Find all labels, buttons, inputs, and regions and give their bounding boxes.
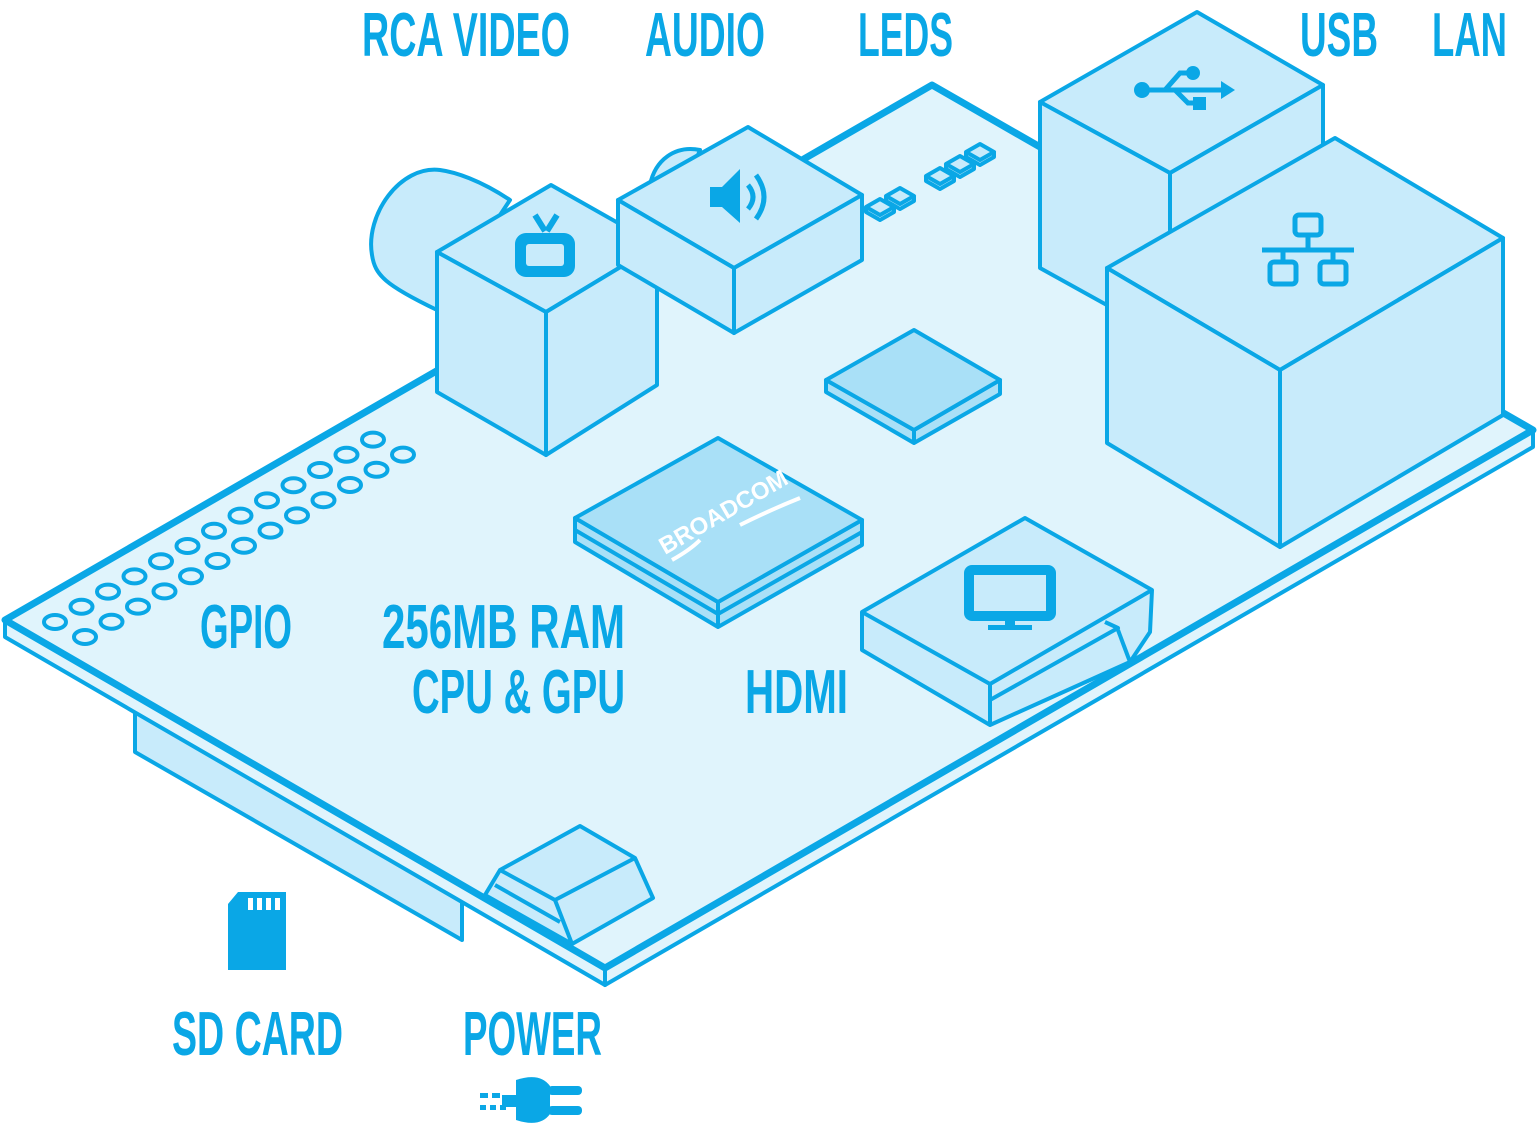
gpio-pin [257, 521, 284, 540]
led-side [924, 176, 956, 191]
gpio-pin [227, 506, 254, 525]
power-connector [483, 824, 655, 946]
gpio-pin [148, 552, 174, 571]
gpio-pin [254, 491, 280, 510]
gpio-pin [307, 461, 333, 479]
broadcom-chip: BROADCOM [573, 436, 864, 629]
label-gpio: GPIO [200, 593, 292, 662]
label-power: POWER [463, 1000, 602, 1069]
gpio-pin [390, 445, 416, 464]
gpio-pin [310, 491, 337, 510]
gpio-pin [72, 628, 98, 646]
power-plug-icon [480, 1077, 582, 1123]
gpio-pins [42, 430, 416, 646]
tv-icon [515, 213, 575, 277]
gpio-pin [363, 460, 390, 479]
gpio-pin [151, 582, 178, 601]
led-side [944, 164, 976, 179]
label-cpu-gpu: CPU & GPU [412, 658, 625, 727]
gpio-pin [121, 567, 148, 586]
label-hdmi: HDMI [745, 658, 848, 727]
gpio-pin [201, 521, 227, 540]
gpio-pin [125, 597, 151, 616]
small-chip [824, 328, 1002, 445]
label-sd-card: SD CARD [172, 1000, 343, 1069]
rca-video-connector [369, 167, 659, 457]
hdmi-connector [860, 516, 1154, 727]
gpio-pin [98, 612, 125, 631]
gpio-pin [178, 567, 204, 586]
gpio-pin [42, 613, 68, 631]
gpio-pin [95, 582, 121, 601]
label-usb: USB [1300, 1, 1378, 70]
led-side [964, 152, 996, 167]
audio-connector [616, 125, 864, 335]
leds [864, 142, 996, 222]
gpio-pin [280, 476, 307, 495]
monitor-icon [964, 565, 1056, 630]
label-audio: AUDIO [645, 1, 765, 70]
lan-connector [1105, 136, 1505, 549]
usb-icon [1134, 66, 1235, 110]
label-ram: 256MB RAM [382, 593, 625, 662]
label-lan: LAN [1432, 1, 1507, 70]
label-leds: LEDS [858, 1, 953, 70]
led-side [884, 196, 916, 211]
gpio-pin [231, 536, 257, 555]
gpio-pin [337, 476, 363, 494]
gpio-pin [333, 445, 360, 464]
gpio-pin [174, 537, 201, 555]
sd-card-icon [228, 892, 286, 970]
led-side [864, 207, 896, 222]
gpio-pin [204, 552, 231, 570]
gpio-pin [284, 506, 310, 525]
speaker-icon [710, 169, 767, 223]
label-rca-video: RCA VIDEO [362, 1, 570, 70]
network-icon [1262, 212, 1354, 287]
gpio-pin [68, 597, 95, 616]
gpio-pin [360, 430, 386, 449]
